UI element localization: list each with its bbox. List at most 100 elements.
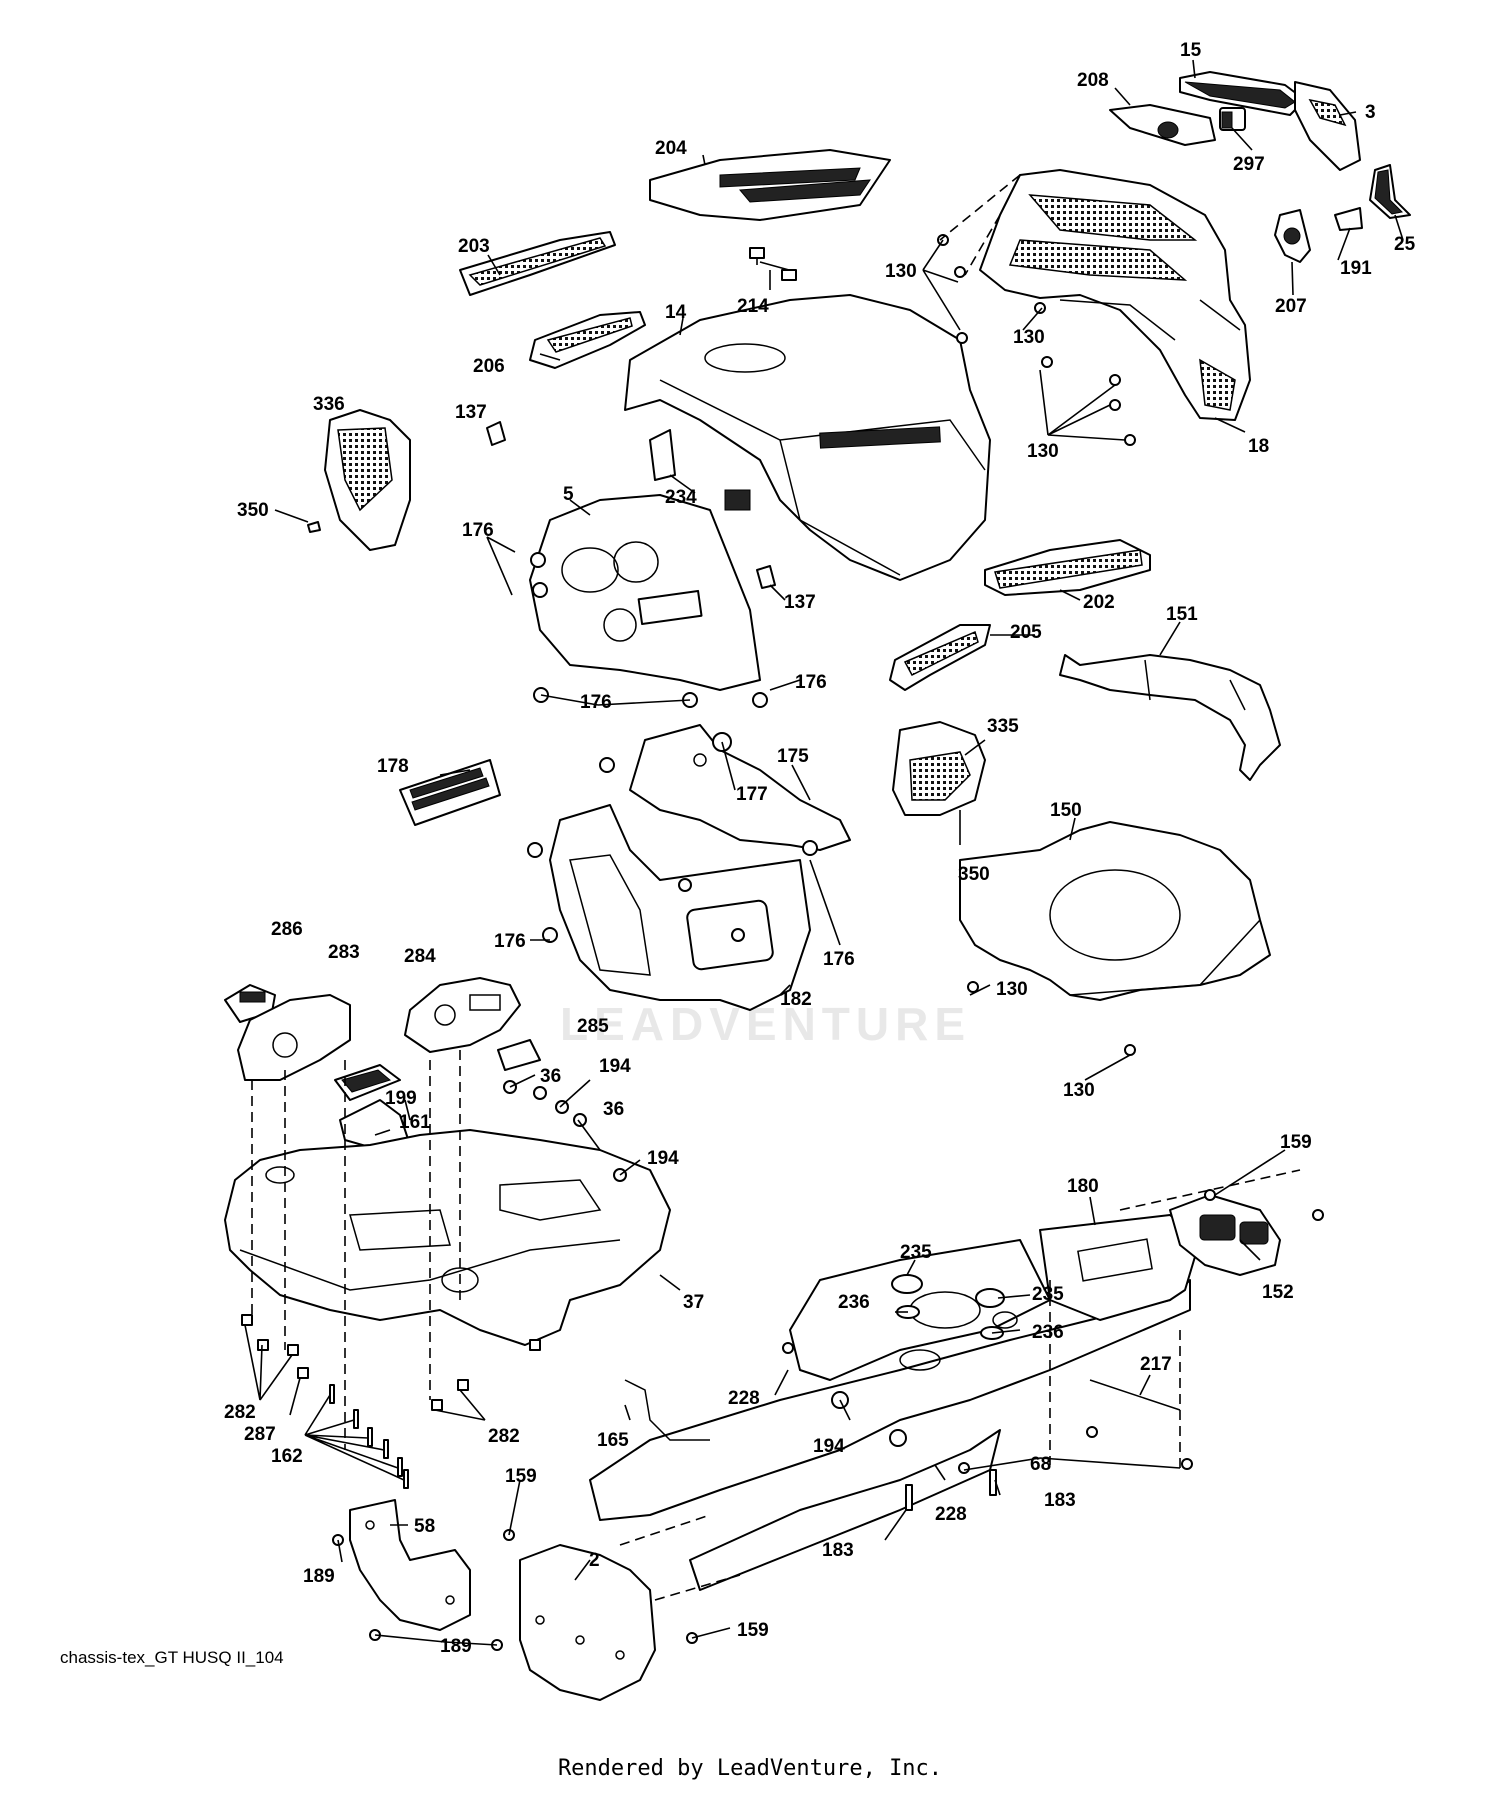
callout-label: 37	[683, 1292, 704, 1313]
callout-label: 36	[540, 1066, 561, 1087]
front-bumper	[979, 169, 1251, 421]
front-console	[527, 757, 818, 1011]
callout-label: 159	[505, 1466, 537, 1487]
vent-205	[889, 624, 991, 691]
hood-bracket-151	[1059, 654, 1281, 781]
fender-285	[497, 1039, 541, 1071]
alignment-lines	[251, 174, 1301, 1601]
callout-label: 5	[563, 484, 574, 505]
callout-label: 234	[665, 487, 697, 508]
callout-label: 130	[885, 261, 917, 282]
callout-label: 282	[224, 1402, 256, 1423]
callout-label: 283	[328, 942, 360, 963]
callout-label: 194	[813, 1436, 845, 1457]
callout-label: 130	[1013, 327, 1045, 348]
callout-label: 183	[1044, 1490, 1076, 1511]
callout-label: 191	[1340, 258, 1372, 279]
callout-label: 208	[1077, 70, 1109, 91]
callout-label: 203	[458, 236, 490, 257]
callout-label: 159	[737, 1620, 769, 1641]
callout-label: 151	[1166, 604, 1198, 625]
watermark: LEADVENTURE	[560, 998, 971, 1050]
callout-label: 176	[494, 931, 526, 952]
callout-label: 15	[1180, 40, 1202, 61]
callout-label: 282	[488, 1426, 520, 1447]
dashboard	[529, 494, 768, 708]
callout-label: 236	[1032, 1322, 1064, 1343]
callout-label: 285	[577, 1016, 609, 1037]
rod-165	[624, 1379, 710, 1441]
shroud-150	[959, 821, 1271, 1001]
callout-label: 14	[665, 302, 687, 323]
callout-label: 189	[303, 1566, 335, 1587]
callout-label: 284	[404, 946, 436, 967]
callout-label: 161	[399, 1112, 431, 1133]
callout-label: 228	[935, 1504, 967, 1525]
hood-vent-203	[459, 231, 616, 296]
bracket-58	[349, 1499, 471, 1631]
callout-label: 205	[1010, 622, 1042, 643]
callout-label: 176	[580, 692, 612, 713]
callout-label: 350	[958, 864, 990, 885]
clip-137	[486, 421, 776, 589]
callout-label: 335	[987, 716, 1019, 737]
callout-label: 180	[1067, 1176, 1099, 1197]
callout-label: 68	[1030, 1454, 1051, 1475]
panel-335	[892, 721, 986, 816]
callout-label: 3	[1365, 102, 1376, 123]
callout-label: 235	[1032, 1284, 1064, 1305]
leader-lines	[244, 59, 1404, 1646]
callout-label: 194	[647, 1148, 679, 1169]
side-trim	[1369, 164, 1411, 219]
fender-284	[404, 977, 521, 1053]
callout-label: 152	[1262, 1282, 1294, 1303]
callout-label: 297	[1233, 154, 1265, 175]
callout-label: 202	[1083, 592, 1115, 613]
fender-199	[334, 1064, 401, 1101]
rod-217	[1089, 1379, 1181, 1411]
hood-top	[649, 149, 891, 221]
callout-label: 130	[996, 979, 1028, 1000]
fender-deck-37	[224, 1129, 671, 1346]
callout-label: 162	[271, 1446, 303, 1467]
hood-main	[624, 294, 991, 581]
decal-178	[399, 759, 501, 826]
callout-label: 235	[900, 1242, 932, 1263]
callout-label: 214	[737, 296, 769, 317]
callout-label: 137	[455, 402, 487, 423]
callouts: 15 208 3 297 25 191 207 204 203 214 14 1…	[224, 40, 1416, 1657]
callout-label: 159	[1280, 1132, 1312, 1153]
callout-label: 206	[473, 356, 505, 377]
callout-label: 199	[385, 1088, 417, 1109]
callout-label: 176	[462, 520, 494, 541]
callout-label: 228	[728, 1388, 760, 1409]
fender-283	[237, 994, 351, 1081]
seat-support-336	[324, 409, 411, 551]
callout-label: 217	[1140, 1354, 1172, 1375]
callout-label: 207	[1275, 296, 1307, 317]
callout-label: 130	[1027, 441, 1059, 462]
callout-label: 286	[271, 919, 303, 940]
callout-label: 36	[603, 1099, 624, 1120]
bracket-2	[519, 1544, 656, 1701]
callout-label: 182	[780, 989, 812, 1010]
callout-label: 25	[1394, 234, 1416, 255]
grille-202	[984, 539, 1151, 596]
corner-panel	[1294, 81, 1361, 171]
callout-label: 137	[784, 592, 816, 613]
rendered-by-footer: Rendered by LeadVenture, Inc.	[557, 1756, 943, 1781]
callout-label: 236	[838, 1292, 870, 1313]
headlight-housing	[1109, 104, 1216, 146]
callout-label: 183	[822, 1540, 854, 1561]
headlight-bulb	[1274, 209, 1311, 263]
clip-191	[1334, 207, 1363, 231]
callout-label: 150	[1050, 800, 1082, 821]
lens	[1219, 107, 1246, 131]
callout-label: 189	[440, 1636, 472, 1657]
callout-label: 18	[1248, 436, 1269, 457]
callout-label: 176	[795, 672, 827, 693]
callout-label: 165	[597, 1430, 629, 1451]
frame-rail	[589, 1214, 1201, 1591]
callout-label: 58	[414, 1516, 435, 1537]
